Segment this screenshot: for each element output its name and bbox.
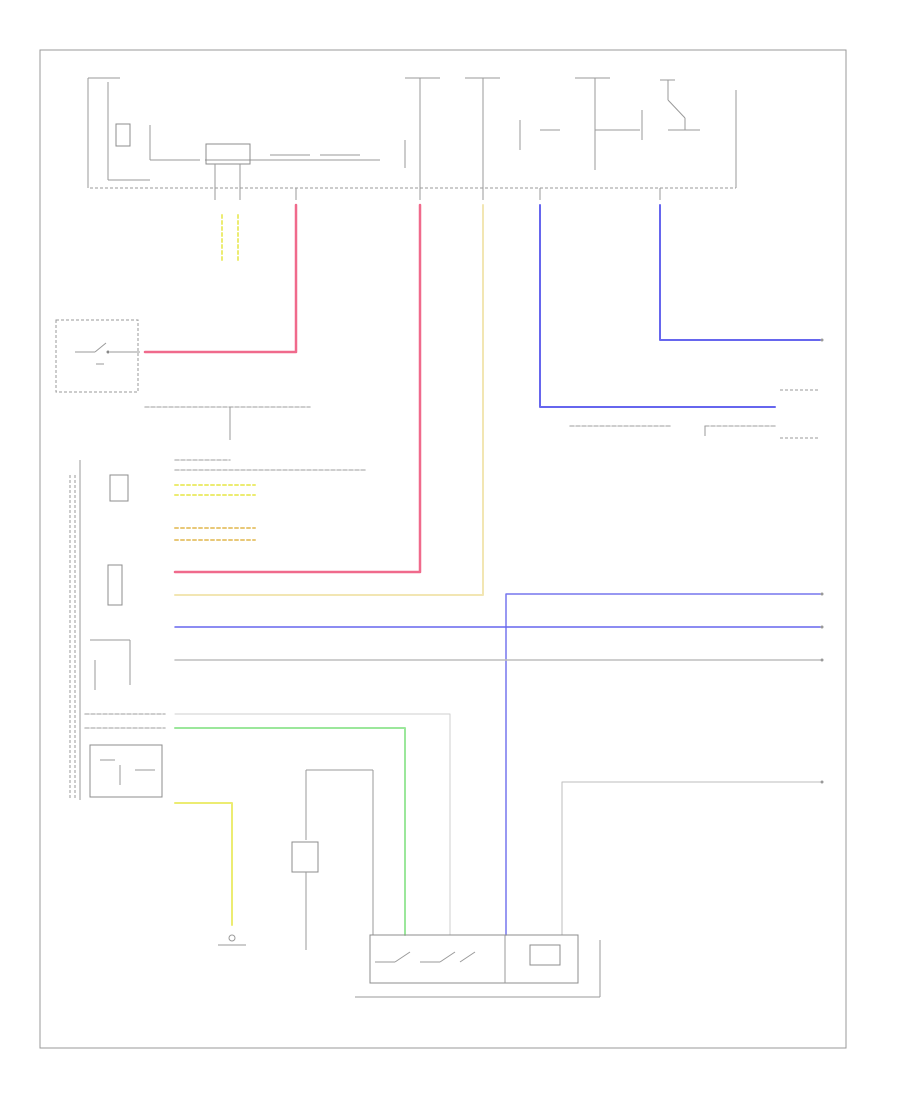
- wire-yellow-stubs: [221, 214, 239, 261]
- wire-blue-1: [539, 204, 776, 408]
- right-terminals: [820, 338, 824, 784]
- door-lock-actuator: [218, 934, 246, 946]
- block-connector-pins: [214, 188, 661, 200]
- wire-tan: [174, 204, 484, 596]
- wire-yellow: [174, 802, 233, 926]
- junction-block: [87, 77, 737, 189]
- power-door-lock-switch: [355, 934, 601, 998]
- wire-pink-2: [173, 203, 422, 574]
- wire-blue-3: [505, 593, 821, 936]
- instrument-cluster: [69, 460, 256, 800]
- door-lock-control-unit: [291, 769, 374, 950]
- wire-gray-3: [561, 781, 821, 936]
- door-switch-area: [569, 389, 820, 439]
- wire-blue-2: [659, 204, 821, 341]
- wire-gray-2: [174, 713, 451, 936]
- wire-gray-branch: [144, 406, 366, 471]
- wire-pink-1: [143, 203, 298, 354]
- wire-green: [174, 727, 406, 936]
- diagram-frame: [39, 49, 847, 1049]
- key-switch: [55, 319, 140, 393]
